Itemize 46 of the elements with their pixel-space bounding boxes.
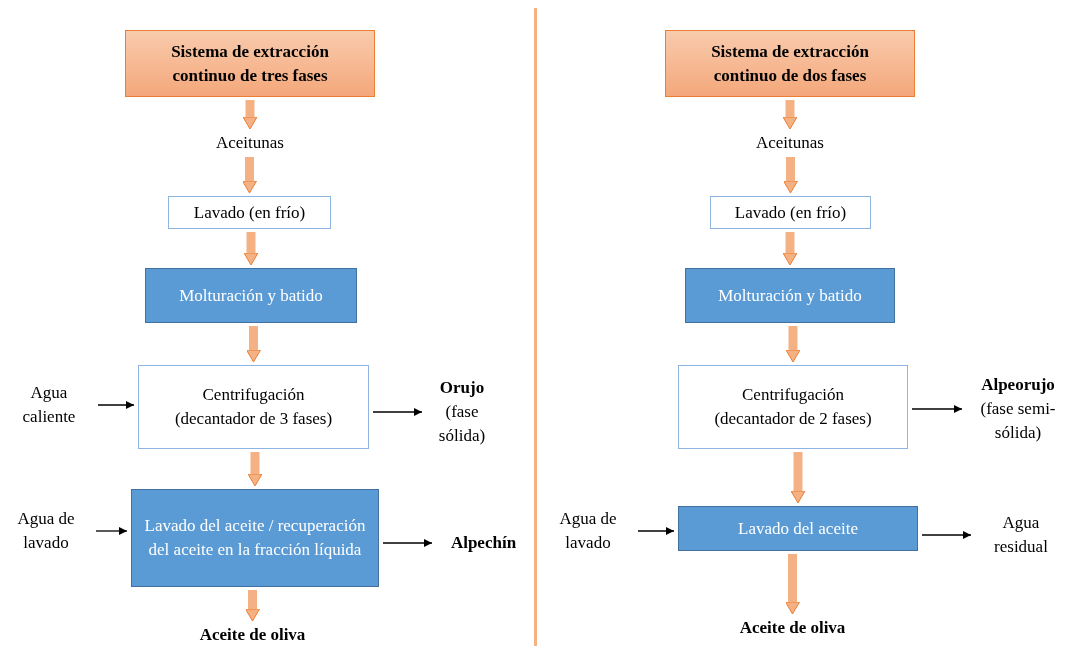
arrow — [637, 527, 675, 535]
text-label: Agua caliente — [21, 382, 77, 428]
text-label: Aceite de oliva — [199, 624, 306, 646]
text-label: Aceitunas — [216, 132, 284, 154]
block-arrow — [242, 157, 257, 194]
heading-text: Centrifugación — [742, 384, 844, 406]
text-label: Alpechín — [450, 532, 517, 554]
arrow — [921, 531, 972, 539]
heading-text: Orujo — [439, 377, 485, 399]
block-arrow — [246, 326, 261, 363]
body-text: (decantador de 3 fases) — [174, 408, 333, 430]
process-box — [678, 365, 908, 449]
box-text: Lavado del aceite / recuperación del aceite en la fracción líquida — [144, 515, 366, 561]
block-arrow — [782, 100, 798, 130]
box-text: Molturación y batido — [179, 284, 323, 307]
text-label: Agua residual — [993, 512, 1049, 558]
block-arrow — [782, 232, 798, 266]
body-text: (fase semi-sólida) — [979, 398, 1057, 444]
arrow — [911, 405, 963, 413]
box-text: Sistema de extracción continuo de dos fases — [710, 40, 870, 87]
arrow — [97, 401, 135, 409]
box-text: Lavado (en frío) — [734, 201, 847, 224]
box-text: Molturación y batido — [718, 284, 862, 307]
body-text: (decantador de 2 fases) — [714, 408, 872, 430]
block-arrow — [243, 232, 259, 266]
box-text: Lavado (en frío) — [193, 201, 306, 224]
arrow — [372, 408, 423, 416]
body-text: (fase sólida) — [437, 401, 487, 447]
block-arrow — [245, 590, 260, 622]
process-box — [138, 365, 369, 449]
block-arrow — [785, 554, 800, 615]
block-arrow — [242, 100, 258, 130]
block-arrow — [790, 452, 806, 504]
heading-text: Centrifugación — [202, 384, 305, 406]
text-label: Agua de lavado — [16, 508, 76, 554]
block-arrow — [785, 326, 801, 363]
heading-text: Alpeorujo — [981, 374, 1055, 396]
box-text: Lavado del aceite — [738, 517, 858, 540]
text-label: Agua de lavado — [558, 508, 618, 554]
box-text: Sistema de extracción continuo de tres fases — [170, 40, 330, 87]
block-arrow — [783, 157, 798, 194]
arrow — [95, 527, 128, 535]
arrow — [382, 539, 433, 547]
block-arrow — [247, 452, 263, 487]
text-label: Aceitunas — [756, 132, 824, 154]
text-label: Aceite de oliva — [739, 617, 846, 639]
